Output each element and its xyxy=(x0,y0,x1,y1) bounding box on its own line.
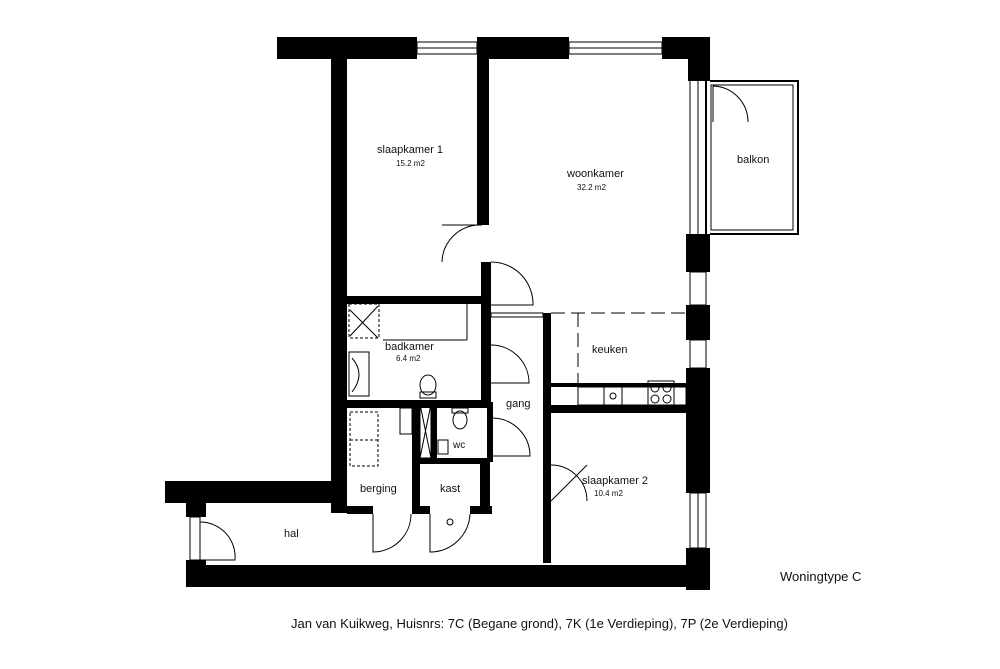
bathtub xyxy=(348,351,370,397)
wall-right-seg2 xyxy=(686,305,710,340)
wall-left-main xyxy=(331,37,347,513)
balkon-area xyxy=(688,80,799,235)
label-woonkamer: woonkamer xyxy=(566,168,624,180)
window-right-1 xyxy=(689,271,707,306)
area-badkamer: 6.4 m2 xyxy=(396,354,421,363)
address-caption: Jan van Kuikweg, Huisnrs: 7C (Begane gro… xyxy=(291,616,788,631)
outer-walls xyxy=(165,37,710,590)
door-hal xyxy=(199,521,236,561)
doors-and-fixtures xyxy=(199,224,687,561)
area-slaapkamer2: 10.4 m2 xyxy=(594,489,623,498)
wall-right-top xyxy=(688,37,710,81)
door-woonkamer xyxy=(490,261,534,306)
toilet-wc xyxy=(452,410,468,430)
kitchen-stove xyxy=(647,380,675,406)
room-labels: slaapkamer 1 15.2 m2 woonkamer 32.2 m2 b… xyxy=(284,144,769,540)
label-slaapkamer1: slaapkamer 1 xyxy=(377,144,443,156)
label-gang: gang xyxy=(506,398,530,410)
wall-hal-left-top xyxy=(186,481,206,517)
wall-right-seg3 xyxy=(686,368,710,493)
wall-hal-top xyxy=(165,481,347,503)
wc-sink xyxy=(437,439,449,455)
wall-right-seg1 xyxy=(686,234,710,272)
label-balkon: balkon xyxy=(737,154,769,166)
kitchen-counter xyxy=(577,386,687,406)
windows xyxy=(189,41,707,561)
shower xyxy=(348,303,380,339)
woningtype-caption: Woningtype C xyxy=(780,569,862,584)
door-slaapkamer1 xyxy=(441,224,482,263)
meter-cupboard xyxy=(399,407,413,435)
door-kast xyxy=(429,513,471,553)
label-kast: kast xyxy=(440,483,460,495)
label-berging: berging xyxy=(360,483,397,495)
area-slaapkamer1: 15.2 m2 xyxy=(396,159,425,168)
window-right-2 xyxy=(689,339,707,369)
label-hal: hal xyxy=(284,528,299,540)
area-woonkamer: 32.2 m2 xyxy=(577,183,606,192)
window-hal xyxy=(189,516,201,561)
label-slaapkamer2: slaapkamer 2 xyxy=(582,475,648,487)
toilet-badkamer xyxy=(419,374,437,396)
door-wc xyxy=(492,417,531,457)
door-badkamer xyxy=(490,344,530,384)
balkon-door-swing xyxy=(712,85,749,123)
door-berging xyxy=(372,513,412,553)
wall-bottom xyxy=(186,565,710,587)
wall-top-pier xyxy=(477,37,569,59)
label-wc: wc xyxy=(452,440,465,451)
kitchen-sink xyxy=(603,386,623,406)
label-keuken: keuken xyxy=(592,344,627,356)
interior-walls xyxy=(347,37,686,563)
wall-hal-left-bottom xyxy=(186,560,206,587)
berging-shelves xyxy=(349,411,379,467)
label-badkamer: badkamer xyxy=(385,341,434,353)
